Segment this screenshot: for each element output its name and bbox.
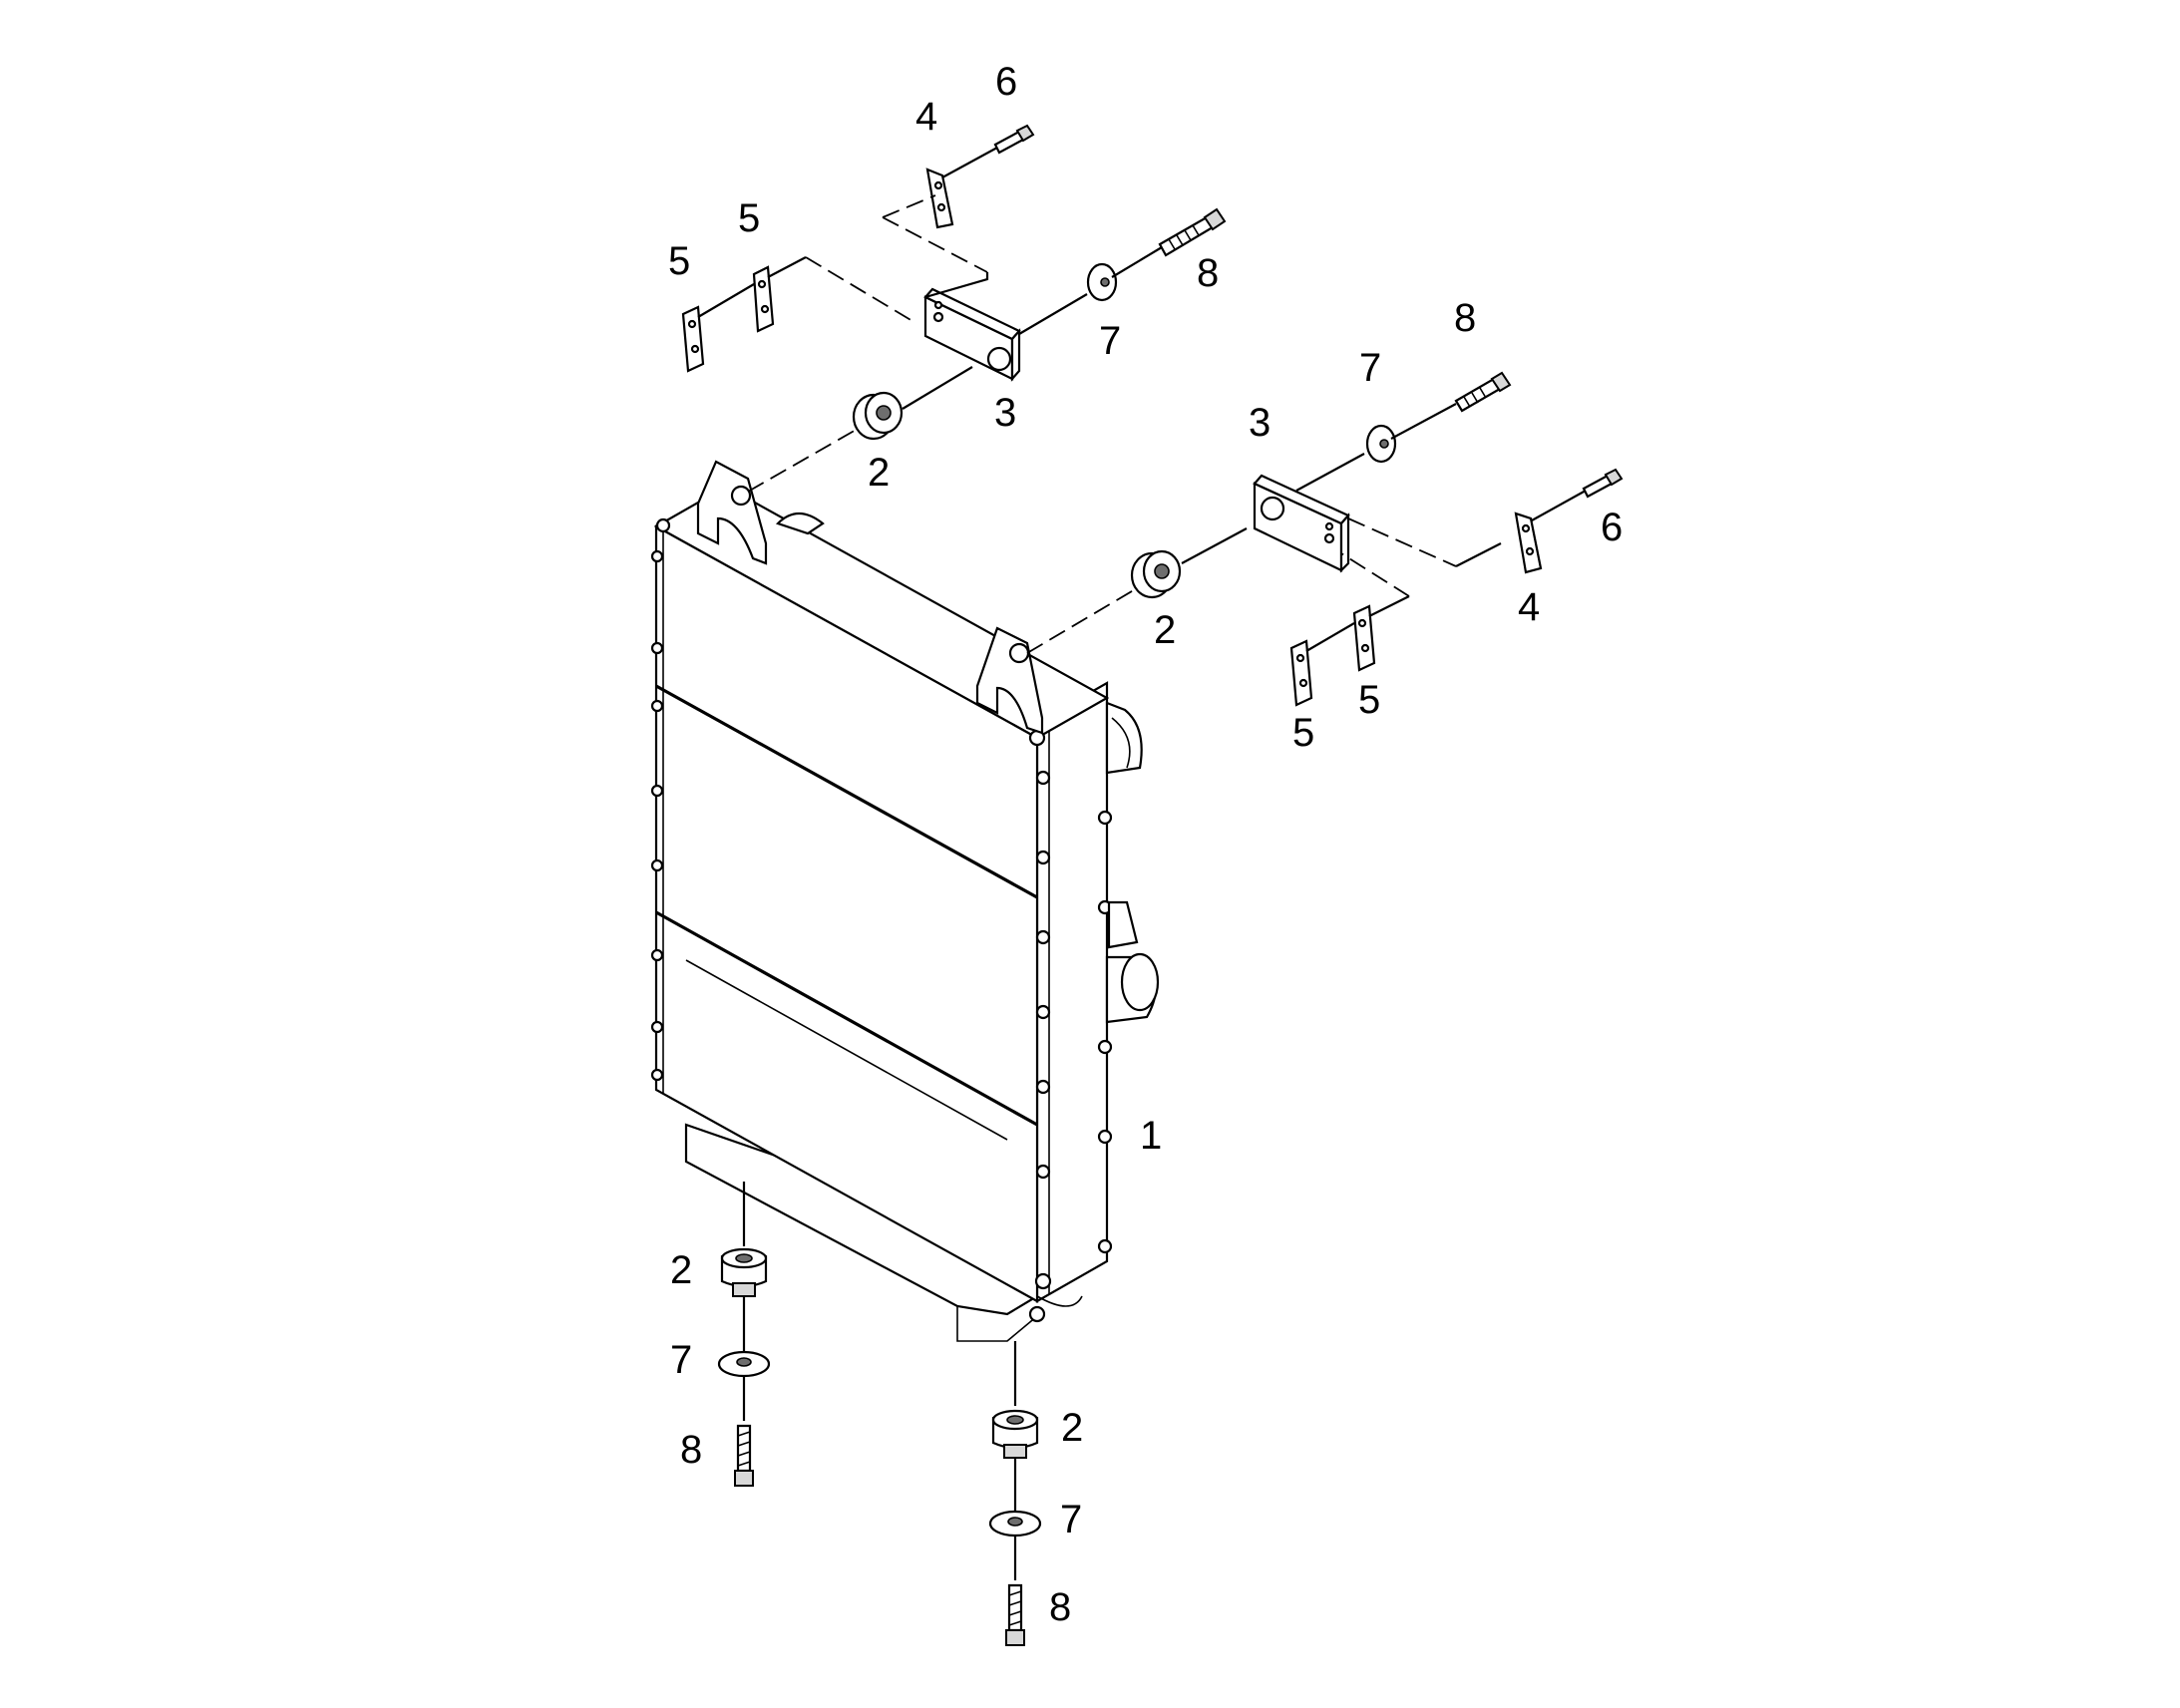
callout-5-b: 5 bbox=[738, 196, 760, 240]
callout-7-lower-right: 7 bbox=[1060, 1498, 1082, 1541]
callout-8-lower-right: 8 bbox=[1049, 1585, 1071, 1629]
upper-left-assembly bbox=[681, 124, 1227, 493]
callout-6-upper-left: 6 bbox=[995, 60, 1017, 104]
callout-1: 1 bbox=[1140, 1114, 1162, 1158]
callout-2-lower-right: 2 bbox=[1061, 1406, 1083, 1450]
callout-2-lower-left: 2 bbox=[670, 1248, 692, 1292]
callout-5-d: 5 bbox=[1358, 678, 1380, 722]
callout-3-upper-right: 3 bbox=[1249, 401, 1271, 445]
upper-right-assembly bbox=[1026, 371, 1624, 707]
callout-3-upper-left: 3 bbox=[994, 391, 1016, 435]
callout-5-a: 5 bbox=[668, 239, 690, 283]
callout-4-upper-left: 4 bbox=[915, 95, 937, 139]
callout-8-upper-left: 8 bbox=[1197, 251, 1219, 295]
callout-4-upper-right: 4 bbox=[1518, 585, 1540, 629]
callout-7-upper-left: 7 bbox=[1099, 319, 1121, 363]
callout-7-lower-left: 7 bbox=[670, 1338, 692, 1382]
callout-2-upper-right: 2 bbox=[1154, 608, 1176, 652]
callout-2-upper-left: 2 bbox=[868, 451, 890, 495]
callout-labels: 1 2 2 2 2 3 3 4 4 5 5 5 5 6 6 7 7 7 7 8 … bbox=[668, 60, 1623, 1629]
lower-right-stack bbox=[988, 1341, 1042, 1646]
callout-7-upper-right: 7 bbox=[1359, 346, 1381, 390]
callout-8-upper-right: 8 bbox=[1454, 296, 1476, 340]
lower-left-stack bbox=[717, 1182, 771, 1487]
top-mount-brackets bbox=[696, 460, 1044, 735]
cooler-body bbox=[653, 485, 1110, 1342]
frame-bolts bbox=[650, 517, 1113, 1323]
callout-5-c: 5 bbox=[1292, 711, 1314, 755]
callout-8-lower-left: 8 bbox=[680, 1428, 702, 1472]
pipe-stubs bbox=[775, 512, 1160, 1307]
callout-6-upper-right: 6 bbox=[1601, 506, 1623, 549]
